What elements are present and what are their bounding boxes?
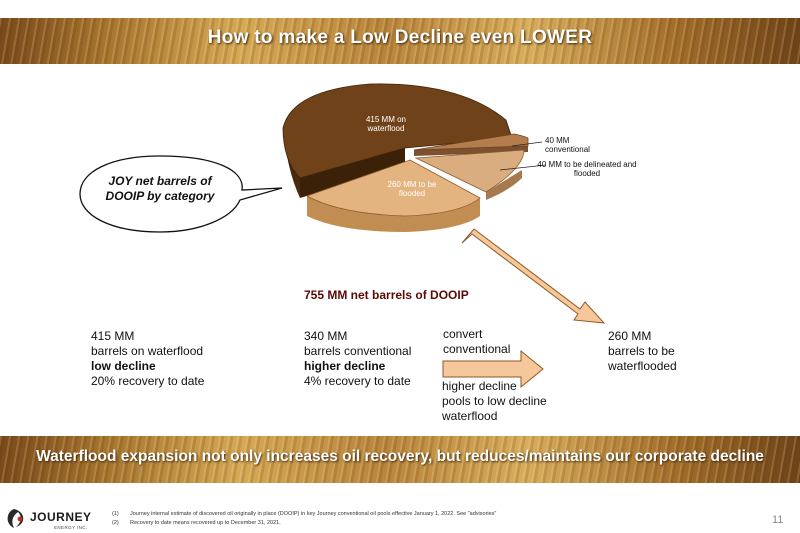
waterflood-recovery: 20% recovery to date xyxy=(91,374,205,388)
pie-slice-waterflood-side-front xyxy=(300,148,405,198)
footnote-2-text: Recovery to date means recovered up to D… xyxy=(130,520,281,526)
conventional-recovery: 4% recovery to date xyxy=(304,374,411,388)
page-number: 11 xyxy=(772,514,784,526)
footnote-2-number: (2) xyxy=(112,520,119,526)
footnote-1: (1) Journey internal estimate of discover… xyxy=(112,511,496,518)
pie-slice-flooded xyxy=(306,159,481,217)
waterflood-volume: 415 MM xyxy=(91,329,135,343)
message-text: Waterflood expansion not only increases … xyxy=(36,448,764,465)
to-be-flooded-desc-1: barrels to be xyxy=(608,344,675,358)
footnote-2: (2) Recovery to date means recovered up t… xyxy=(112,520,281,527)
callout-bubble xyxy=(79,155,283,233)
horizontal-arrow xyxy=(442,349,544,389)
convert-result: higher decline pools to low decline wate… xyxy=(442,379,547,424)
waterflood-summary: 415 MM barrels on waterflood low decline… xyxy=(91,329,204,389)
leader-line-conventional xyxy=(511,141,543,147)
conventional-volume: 340 MM xyxy=(304,329,348,343)
message-banner: Waterflood expansion not only increases … xyxy=(0,436,800,483)
journey-logo-icon xyxy=(7,509,24,528)
pie-slice-delineated-side xyxy=(486,170,522,200)
conventional-decline: higher decline xyxy=(304,359,386,373)
journey-logo-text: JOURNEY xyxy=(30,510,92,524)
conventional-desc: barrels conventional xyxy=(304,344,412,358)
pie-slice-conventional xyxy=(413,133,529,151)
leader-line-delineated xyxy=(499,164,547,171)
pie-label-flooded: 260 MM to be flooded xyxy=(387,180,437,198)
pie-slice-delineated xyxy=(414,149,525,193)
convert-result-line-2: pools to low decline xyxy=(442,394,547,408)
waterflood-decline: low decline xyxy=(91,359,156,373)
convert-line-2: conventional xyxy=(443,342,511,356)
to-be-flooded-volume: 260 MM xyxy=(608,329,652,343)
conventional-summary: 340 MM barrels conventional higher decli… xyxy=(304,329,411,389)
pie-label-waterflood: 415 MM on waterflood xyxy=(365,115,407,133)
callout-text: JOY net barrels of DOOIP by category xyxy=(105,174,215,203)
title-banner: How to make a Low Decline even LOWER xyxy=(0,18,800,64)
pie-slice-waterflood xyxy=(282,83,513,179)
diagonal-arrow xyxy=(461,228,606,324)
footnote-1-text: Journey internal estimate of discovered … xyxy=(130,511,497,517)
to-be-flooded-summary: 260 MM barrels to be waterflooded xyxy=(608,329,677,374)
to-be-flooded-desc-2: waterflooded xyxy=(608,359,677,373)
journey-logo-subtext: ENERGY INC. xyxy=(54,525,88,530)
pie-label-conventional: 40 MM conventional xyxy=(545,136,590,154)
convert-result-line-3: waterflood xyxy=(442,409,498,423)
footnote-1-number: (1) xyxy=(112,511,119,517)
slide-title: How to make a Low Decline even LOWER xyxy=(207,27,593,48)
convert-label: convert conventional xyxy=(443,327,510,357)
pie-label-delineated: 40 MM to be delineated and flooded xyxy=(537,160,637,178)
total-dooip-label: 755 MM net barrels of DOOIP xyxy=(304,288,469,302)
waterflood-desc: barrels on waterflood xyxy=(91,344,204,358)
convert-result-line-1: higher decline xyxy=(442,379,517,393)
convert-line-1: convert xyxy=(443,327,483,341)
journey-logo-dot xyxy=(17,516,23,522)
